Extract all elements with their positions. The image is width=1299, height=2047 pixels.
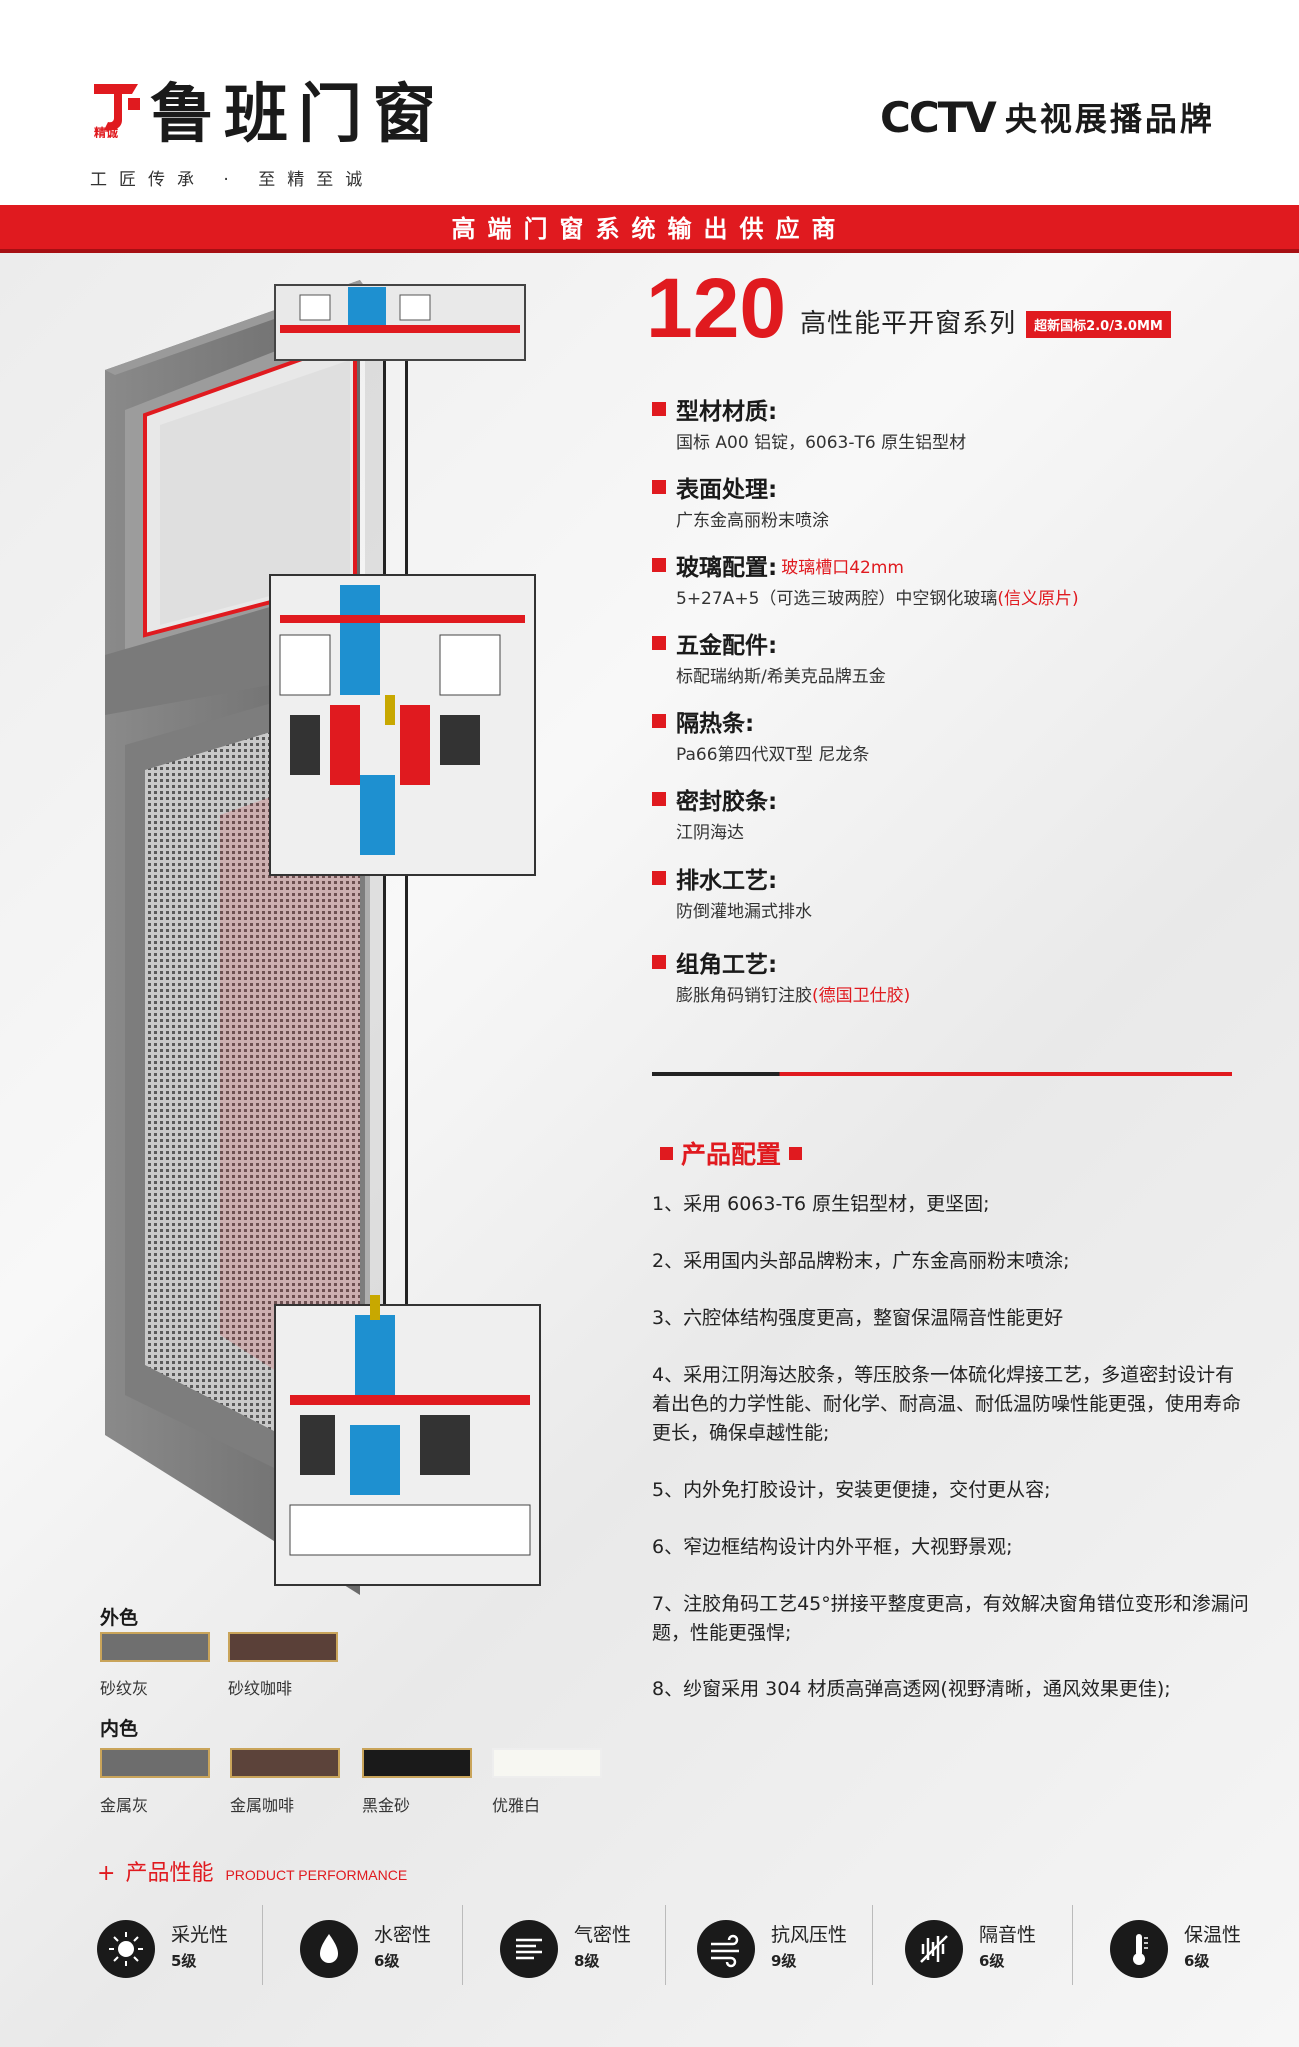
product-badge: 超新国标2.0/3.0MM bbox=[1026, 311, 1171, 338]
swatch-name: 金属咖啡 bbox=[230, 1796, 295, 1815]
sun-icon bbox=[97, 1920, 155, 1978]
config-item: 4、采用江阴海达胶条，等压胶条一体硫化焊接工艺，多道密封设计有着出色的力学性能、… bbox=[652, 1364, 1242, 1444]
middle-profile bbox=[269, 574, 536, 876]
spec-item: 组角工艺: 膨胀角码销钉注胶(德国卫仕胶) bbox=[652, 945, 910, 1006]
thermometer-icon bbox=[1110, 1920, 1168, 1978]
product-number: 120 bbox=[646, 261, 787, 355]
spec-item: 表面处理: 广东金高丽粉末喷涂 bbox=[652, 470, 829, 531]
swatch-inner-2[interactable] bbox=[362, 1748, 472, 1778]
outer-color-label: 外色 bbox=[100, 1607, 139, 1629]
spec-item: 排水工艺: 防倒灌地漏式排水 bbox=[652, 861, 812, 922]
cctv-logo: CCTV bbox=[880, 92, 997, 142]
product-title: 120 高性能平开窗系列 超新国标2.0/3.0MM bbox=[646, 261, 1171, 355]
product-series: 高性能平开窗系列 bbox=[800, 309, 1017, 339]
bottom-profile bbox=[274, 1295, 541, 1586]
water-drop-icon bbox=[300, 1920, 358, 1978]
config-item: 1、采用 6063-T6 原生铝型材，更坚固; bbox=[652, 1193, 990, 1215]
cctv-brand: CCTV 央视展播品牌 bbox=[880, 92, 1215, 142]
brand-slogan: 工匠传承 · 至精至诚 bbox=[90, 170, 375, 190]
swatch-name: 优雅白 bbox=[492, 1796, 541, 1815]
logo-small-text: 精诚 bbox=[94, 125, 118, 138]
config-title: 产品配置 bbox=[652, 1135, 810, 1171]
spec-item: 隔热条: Pa66第四代双T型 尼龙条 bbox=[652, 704, 869, 765]
spec-item: 五金配件: 标配瑞纳斯/希美克品牌五金 bbox=[652, 626, 886, 687]
wind-icon bbox=[697, 1920, 755, 1978]
config-item: 2、采用国内头部品牌粉末，广东金高丽粉末喷涂; bbox=[652, 1250, 1070, 1272]
swatch-outer-1[interactable] bbox=[228, 1632, 338, 1662]
divider bbox=[652, 1072, 1232, 1076]
swatch-inner-3[interactable] bbox=[492, 1748, 602, 1778]
header: 精诚 鲁班门窗 工匠传承 · 至精至诚 CCTV 央视展播品牌 bbox=[0, 0, 1299, 205]
config-item: 3、六腔体结构强度更高，整窗保温隔音性能更好 bbox=[652, 1307, 1064, 1329]
window-profile-illustration bbox=[105, 280, 541, 1595]
spec-item: 密封胶条: 江阴海达 bbox=[652, 782, 777, 843]
spec-item: 玻璃配置:玻璃槽口42mm 5+27A+5（可选三玻两腔）中空钢化玻璃(信义原片… bbox=[652, 548, 1079, 609]
air-icon bbox=[500, 1920, 558, 1978]
spec-item: 型材材质: 国标 A00 铝锭，6063-T6 原生铝型材 bbox=[652, 392, 966, 453]
banner-text: 高端门窗系统输出供应商 bbox=[451, 215, 848, 243]
config-item: 7、注胶角码工艺45°拼接平整度更高，有效解决窗角错位变形和渗漏问题，性能更强悍… bbox=[652, 1593, 1249, 1644]
cctv-text: 央视展播品牌 bbox=[1004, 100, 1215, 138]
inner-color-label: 内色 bbox=[100, 1718, 139, 1740]
swatch-name: 黑金砂 bbox=[362, 1796, 411, 1815]
swatch-name: 砂纹灰 bbox=[100, 1679, 149, 1698]
swatch-outer-0[interactable] bbox=[100, 1632, 210, 1662]
banner: 高端门窗系统输出供应商 bbox=[0, 205, 1299, 253]
config-item: 6、窄边框结构设计内外平框，大视野景观; bbox=[652, 1536, 1013, 1558]
swatch-name: 金属灰 bbox=[100, 1796, 149, 1815]
top-profile bbox=[274, 284, 526, 361]
config-item: 8、纱窗采用 304 材质高弹高透网(视野清晰，通风效果更佳); bbox=[652, 1678, 1171, 1700]
sound-icon bbox=[905, 1920, 963, 1978]
brand-logo-icon: 精诚 bbox=[94, 84, 140, 138]
swatch-inner-1[interactable] bbox=[230, 1748, 340, 1778]
config-item: 5、内外免打胶设计，安装更便捷，交付更从容; bbox=[652, 1479, 1051, 1501]
swatch-name: 砂纹咖啡 bbox=[228, 1679, 293, 1698]
brand-name: 鲁班门窗 bbox=[150, 77, 446, 152]
performance-title: + 产品性能 PRODUCT PERFORMANCE bbox=[97, 1861, 408, 1886]
swatch-inner-0[interactable] bbox=[100, 1748, 210, 1778]
